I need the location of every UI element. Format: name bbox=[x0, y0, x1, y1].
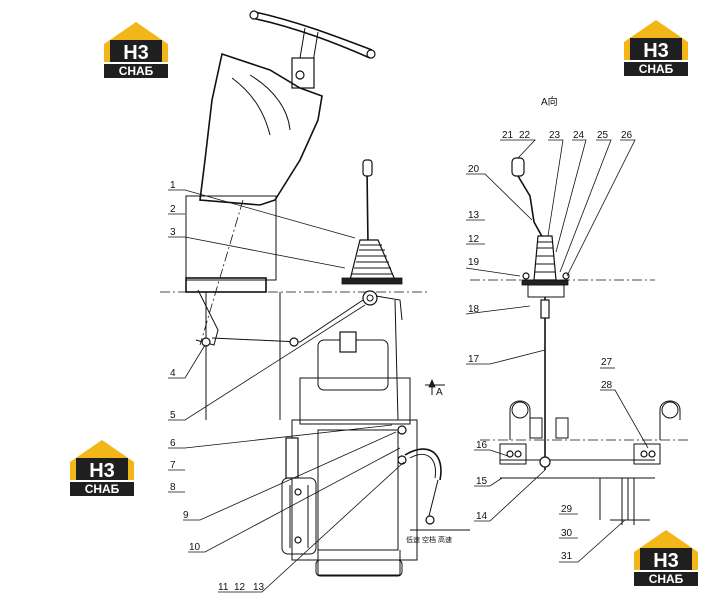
callout-17: 17 bbox=[468, 354, 480, 365]
callout-11: 11 bbox=[218, 582, 229, 593]
right-view-a: A向 bbox=[470, 95, 690, 525]
callout-28: 28 bbox=[601, 380, 613, 391]
callout-19: 19 bbox=[468, 257, 480, 268]
brand-logo-top-left: H3 СНАБ bbox=[104, 22, 168, 80]
callout-25: 25 bbox=[597, 130, 609, 141]
callout-15: 15 bbox=[476, 476, 488, 487]
logo-text-bottom: СНАБ bbox=[649, 572, 684, 586]
callout-24: 24 bbox=[573, 130, 585, 141]
callout-5: 5 bbox=[170, 410, 176, 421]
callout-6: 6 bbox=[170, 438, 176, 449]
callout-18: 18 bbox=[468, 304, 480, 315]
callout-22: 22 bbox=[519, 130, 531, 141]
logo-text-top: H3 bbox=[653, 550, 679, 572]
brand-logo-bottom-right: H3 СНАБ bbox=[634, 530, 698, 588]
callout-26: 26 bbox=[621, 130, 633, 141]
speed-label-low: 低速 bbox=[406, 535, 420, 544]
callout-10: 10 bbox=[189, 542, 201, 553]
logo-text-bottom: СНАБ bbox=[639, 62, 674, 76]
callout-20: 20 bbox=[468, 164, 480, 175]
callout-7: 7 bbox=[170, 460, 176, 471]
logo-text-bottom: СНАБ bbox=[85, 482, 120, 496]
logo-text-top: H3 bbox=[123, 42, 149, 64]
speed-label-high: 高速 bbox=[438, 535, 452, 544]
callout-30: 30 bbox=[561, 528, 573, 539]
right-callouts: 21 22 23 24 25 26 20 13 12 19 18 17 27 2… bbox=[465, 130, 649, 563]
callout-4: 4 bbox=[170, 368, 176, 379]
callout-23: 23 bbox=[549, 130, 561, 141]
callout-1: 1 bbox=[170, 180, 176, 191]
callout-27: 27 bbox=[601, 357, 613, 368]
callout-31: 31 bbox=[561, 551, 573, 562]
left-callouts: 1 2 3 4 5 6 7 8 9 10 11 12 13 bbox=[168, 180, 405, 593]
logo-text-top: H3 bbox=[89, 460, 115, 482]
view-title: A向 bbox=[541, 95, 558, 108]
left-assembly-view: A 低速 空档 高速 bbox=[160, 10, 470, 577]
callout-29: 29 bbox=[561, 504, 573, 515]
logo-text-top: H3 bbox=[643, 40, 669, 62]
section-mark-a: A bbox=[436, 387, 443, 398]
callout-12r: 12 bbox=[468, 234, 480, 245]
callout-13r: 13 bbox=[468, 210, 480, 221]
brand-logo-mid-left: H3 СНАБ bbox=[70, 440, 134, 498]
speed-label-neutral: 空档 bbox=[422, 535, 436, 544]
callout-8: 8 bbox=[170, 482, 176, 493]
callout-9: 9 bbox=[183, 510, 189, 521]
callout-13: 13 bbox=[253, 582, 265, 593]
callout-3: 3 bbox=[170, 227, 176, 238]
callout-12: 12 bbox=[234, 582, 246, 593]
callout-16: 16 bbox=[476, 440, 488, 451]
callout-2: 2 bbox=[170, 204, 176, 215]
logo-text-bottom: СНАБ bbox=[119, 64, 154, 78]
callout-21: 21 bbox=[502, 130, 514, 141]
callout-14: 14 bbox=[476, 511, 488, 522]
brand-logo-top-right: H3 СНАБ bbox=[624, 20, 688, 78]
